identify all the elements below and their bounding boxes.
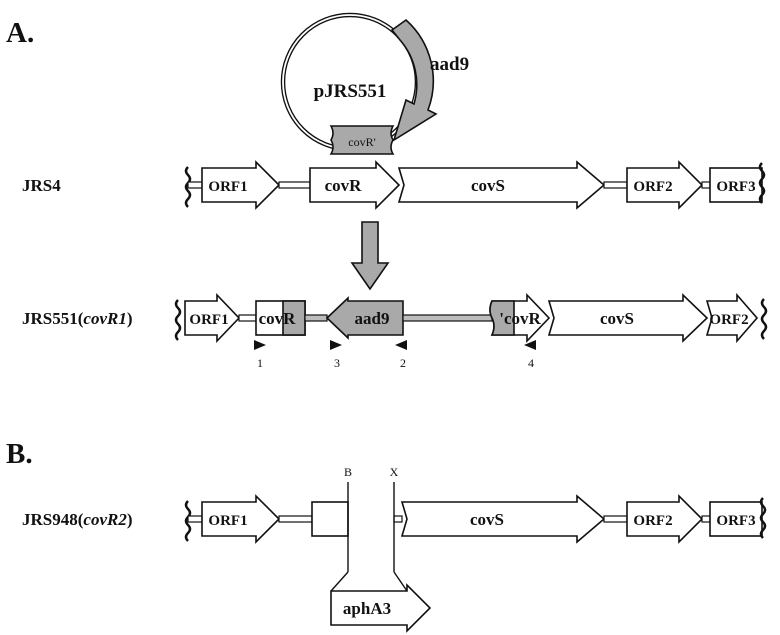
break-mark-left: [184, 500, 192, 542]
gene-apha3-arrow: [330, 583, 432, 633]
strain-jrs948-label: JRS948(covR2): [22, 510, 133, 529]
gene-covs-label: covS: [471, 176, 505, 195]
gene-orf2-arrow: [705, 292, 759, 344]
gene-orf2-label: ORF2: [709, 312, 748, 328]
dna-line: [187, 515, 203, 523]
gene-orf2-arrow: [626, 494, 704, 544]
gene-orf1-label: ORF1: [208, 179, 247, 195]
gene-covs-arrow: [400, 494, 606, 544]
break-mark-left: [174, 299, 182, 341]
strain-jrs551-label: JRS551(covR1): [22, 309, 133, 328]
dna-line: [603, 515, 628, 523]
primer-markers: 1 3 2 4: [254, 340, 536, 370]
insertion-left-flare: [330, 571, 349, 592]
panel-a-label: A.: [6, 17, 34, 49]
gene-orf1-label: ORF1: [208, 513, 247, 529]
covr-homology-region: [489, 300, 515, 336]
gene-covs-label: covS: [470, 510, 504, 529]
jrs948-locus: JRS948(covR2) ORF1 covS ORF2 ORF3 B X ap…: [22, 465, 767, 633]
covr-remnant-box: [311, 501, 349, 537]
strain-jrs4-label: JRS4: [22, 176, 61, 195]
plasmid-marker-label: aad9: [430, 54, 469, 75]
plasmid-dna-line: [304, 314, 328, 322]
site-x-label: X: [390, 465, 399, 479]
dna-line: [278, 181, 311, 189]
dna-line: [187, 181, 203, 189]
gene-covr-5prime-label: covR: [259, 309, 297, 328]
gene-orf1-arrow: [184, 293, 241, 343]
insertion-right-flare: [393, 571, 408, 592]
primer-3-label: 3: [334, 356, 340, 370]
break-mark-left: [184, 166, 192, 208]
gene-orf1-label: ORF1: [189, 312, 228, 328]
primer-2-label: 2: [400, 356, 406, 370]
break-mark-right: [760, 298, 768, 340]
gene-apha3-label: aphA3: [343, 599, 391, 618]
jrs4-locus: JRS4 ORF1 covR covS ORF2 ORF3: [22, 160, 766, 210]
dna-line: [238, 314, 257, 322]
plasmid-pjrs551: covR' pJRS551 aad9: [280, 12, 469, 155]
break-mark-right: [759, 497, 767, 539]
gene-orf2-arrow: [626, 160, 704, 210]
dna-line: [603, 181, 628, 189]
gene-orf2-label: ORF2: [633, 513, 672, 529]
site-b-label: B: [344, 465, 352, 479]
gene-aad9-label: aad9: [355, 309, 390, 328]
primer-4-arrowhead: [524, 340, 536, 350]
break-mark-right: [758, 162, 766, 204]
gene-orf3-label: ORF3: [716, 513, 755, 529]
jrs551-locus: JRS551(covR1) ORF1 covR aad9 'covR covS …: [22, 292, 768, 344]
primer-3-arrowhead: [330, 340, 342, 350]
gene-orf2-label: ORF2: [633, 179, 672, 195]
primer-1-arrowhead: [254, 340, 266, 350]
panel-b-label: B.: [6, 438, 33, 470]
plasmid-name: pJRS551: [314, 81, 387, 102]
gene-covr-arrow: [309, 160, 401, 210]
dna-line: [701, 181, 711, 189]
gene-covr-3prime-label: 'covR: [499, 309, 541, 328]
primer-2-arrowhead: [395, 340, 407, 350]
primer-1-label: 1: [257, 356, 263, 370]
plasmid-aad9-arrow: [390, 18, 438, 142]
gene-orf3-label: ORF3: [716, 179, 755, 195]
dna-line: [701, 515, 711, 523]
dna-line: [393, 515, 403, 523]
gene-covs-arrow: [547, 293, 709, 343]
plasmid-dna-line: [402, 314, 493, 322]
gene-orf3-box: [709, 167, 763, 203]
gene-covr-label: covR: [325, 176, 363, 195]
plasmid-insert-label: covR': [348, 135, 376, 149]
dna-line: [278, 515, 313, 523]
gene-orf1-arrow: [201, 494, 281, 544]
gene-orf1-arrow: [201, 160, 281, 210]
recombination-arrow: [350, 221, 390, 291]
plasmid-covr-insert: [329, 125, 395, 155]
gene-covs-label: covS: [600, 309, 634, 328]
gene-covs-arrow: [397, 160, 606, 210]
primer-4-label: 4: [528, 356, 534, 370]
